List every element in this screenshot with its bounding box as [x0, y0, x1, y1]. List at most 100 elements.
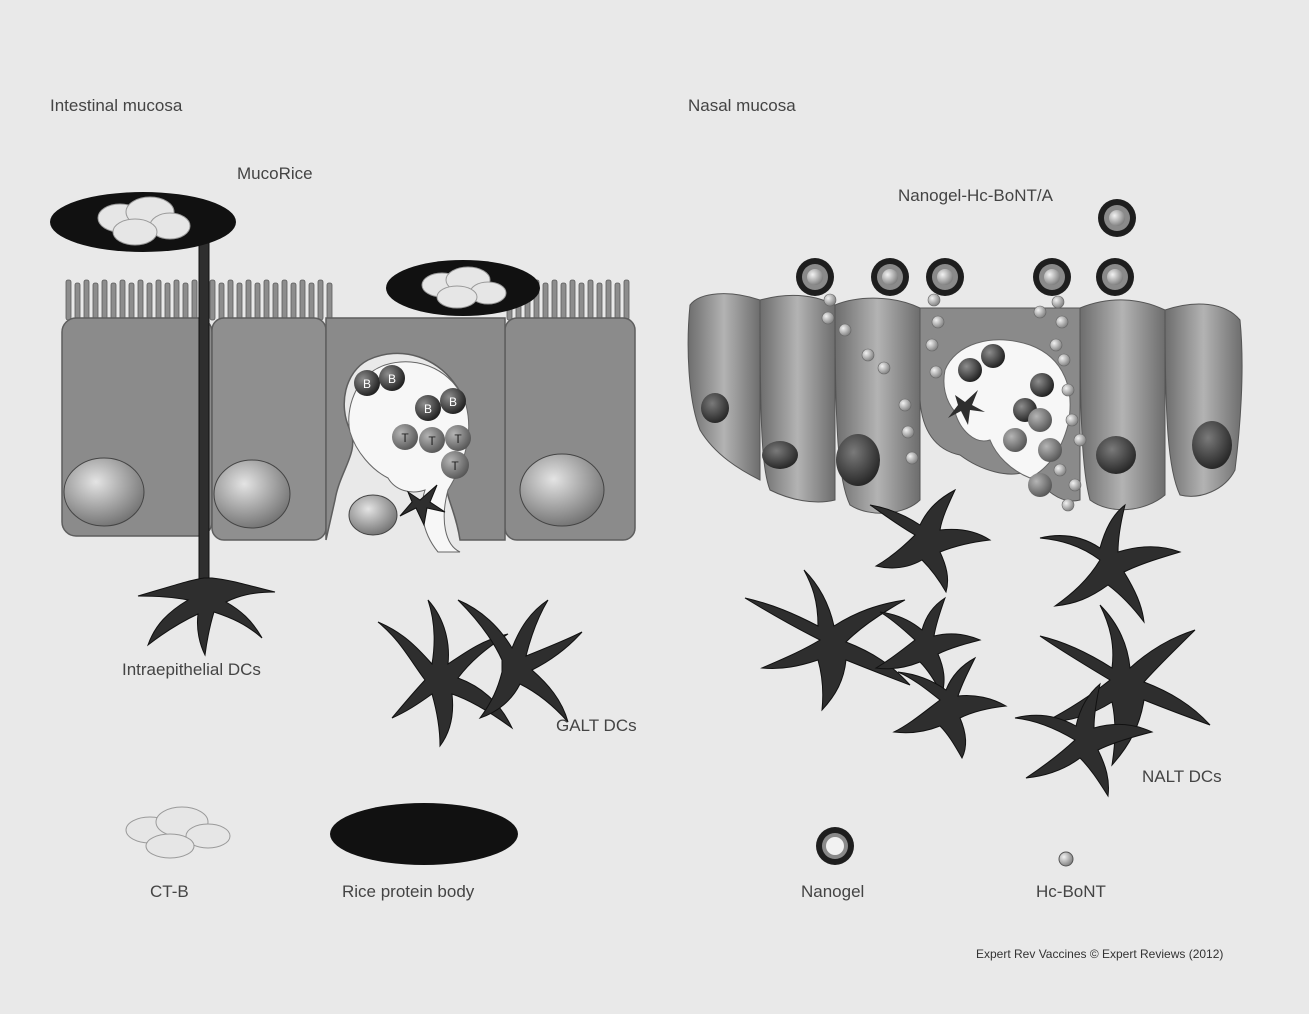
- nanogel-core: [1107, 269, 1123, 285]
- microvillus: [93, 283, 98, 320]
- t-cell: [1028, 473, 1052, 497]
- nasal-mucosa-title: Nasal mucosa: [688, 96, 796, 116]
- microvillus: [219, 283, 224, 320]
- microvillus: [192, 280, 197, 320]
- nucleus: [520, 454, 604, 526]
- b-cell: [958, 358, 982, 382]
- microvillus: [588, 280, 593, 320]
- dendritic-cell: [1040, 605, 1210, 765]
- nucleus: [762, 441, 798, 469]
- hc-bont-particle: [1054, 464, 1066, 476]
- hc-bont-particle: [928, 294, 940, 306]
- microvillus: [66, 280, 71, 320]
- microvillus: [255, 283, 260, 320]
- legend-rice-protein-body-label: Rice protein body: [342, 882, 474, 902]
- nucleus: [701, 393, 729, 423]
- hc-bont-particle: [878, 362, 890, 374]
- nanogel-core: [882, 269, 898, 285]
- intestinal-epithelium: [62, 280, 635, 552]
- microvillus: [138, 280, 143, 320]
- microvillus: [579, 283, 584, 320]
- microvillus: [129, 283, 134, 320]
- microvillus: [156, 280, 161, 320]
- microvillus: [210, 280, 215, 320]
- microvillus: [552, 280, 557, 320]
- nalt-dcs: [745, 490, 1210, 796]
- microvillus: [309, 283, 314, 320]
- microvillus: [228, 280, 233, 320]
- nanogel: [1096, 258, 1134, 296]
- nasal-cell: [760, 295, 835, 502]
- nucleus: [1096, 436, 1136, 474]
- microvillus: [300, 280, 305, 320]
- nucleus: [349, 495, 397, 535]
- hc-bont-particle: [839, 324, 851, 336]
- microvillus: [543, 283, 548, 320]
- microvillus: [120, 280, 125, 320]
- t-cell: [1003, 428, 1027, 452]
- legend-hc-bont-label: Hc-BoNT: [1036, 882, 1106, 902]
- hc-bont-particle: [1034, 306, 1046, 318]
- hc-bont-particle: [930, 366, 942, 378]
- b-cell-label: B: [424, 402, 432, 416]
- mucorice-label: MucoRice: [237, 164, 313, 184]
- legend-ctb-icon: [126, 807, 230, 858]
- legend-nanogel-icon: [816, 827, 854, 865]
- hc-bont-particle: [902, 426, 914, 438]
- nucleus: [214, 460, 290, 528]
- hc-bont-particle: [1056, 316, 1068, 328]
- t-cell-label: T: [454, 432, 462, 446]
- hc-bont-particle: [1062, 499, 1074, 511]
- microvillus: [237, 283, 242, 320]
- nasal-cell: [1165, 304, 1242, 496]
- hc-bont-particle: [1066, 414, 1078, 426]
- nanogel-core: [1109, 210, 1125, 226]
- microvillus: [273, 283, 278, 320]
- b-cell-label: B: [449, 395, 457, 409]
- copyright-credit: Expert Rev Vaccines © Expert Reviews (20…: [976, 947, 1223, 961]
- dc-dendrite: [199, 235, 209, 590]
- dendritic-cell: [1040, 505, 1180, 622]
- microvillus: [165, 283, 170, 320]
- microvillus: [147, 283, 152, 320]
- microvillus: [624, 280, 629, 320]
- b-cell: [981, 344, 1005, 368]
- nucleus: [836, 434, 880, 486]
- microvillus: [318, 280, 323, 320]
- nanogel: [1033, 258, 1071, 296]
- legend-nanogel-label: Nanogel: [801, 882, 864, 902]
- b-cell-label: B: [363, 377, 371, 391]
- mucorice-body-top: [50, 192, 236, 252]
- microvillus: [570, 280, 575, 320]
- microvillus: [606, 280, 611, 320]
- hc-bont-particle: [1052, 296, 1064, 308]
- t-cell: [1028, 408, 1052, 432]
- microvillus: [291, 283, 296, 320]
- nasal-cell: [1080, 300, 1165, 510]
- microvillus: [246, 280, 251, 320]
- microvillus: [174, 280, 179, 320]
- galt-dcs-label: GALT DCs: [556, 716, 637, 736]
- t-cell-label: T: [401, 431, 409, 445]
- nasal-cell: [688, 294, 760, 480]
- nanogel-core: [1044, 269, 1060, 285]
- nanogel: [796, 258, 834, 296]
- t-cell-label: T: [451, 459, 459, 473]
- mucorice-body-m-cell: [386, 260, 540, 316]
- b-cell: [1030, 373, 1054, 397]
- nanogel-core: [937, 269, 953, 285]
- hc-bont-particle: [822, 312, 834, 324]
- dendritic-cell: [894, 658, 1006, 758]
- b-cell-label: B: [388, 372, 396, 386]
- hc-bont-particle: [1050, 339, 1062, 351]
- microvillus: [183, 283, 188, 320]
- hc-bont-particle: [932, 316, 944, 328]
- microvillus: [75, 283, 80, 320]
- hc-bont-particle: [906, 452, 918, 464]
- hc-bont-particle: [1074, 434, 1086, 446]
- hc-bont-particle: [899, 399, 911, 411]
- hc-bont-particle: [824, 294, 836, 306]
- hc-bont-particle: [1062, 384, 1074, 396]
